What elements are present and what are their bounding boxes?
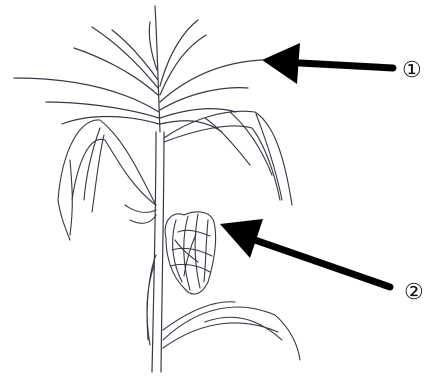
leaf-upper-right [164, 111, 292, 205]
arrow-left-icon [220, 219, 390, 287]
arrow-left-icon [262, 43, 393, 84]
ear [165, 212, 216, 294]
leaf-lower-right [163, 302, 300, 360]
stalk [152, 132, 164, 372]
leaf-upper-left [58, 120, 156, 240]
tassel-label: ① [402, 60, 422, 82]
ear-label: ② [404, 282, 424, 304]
